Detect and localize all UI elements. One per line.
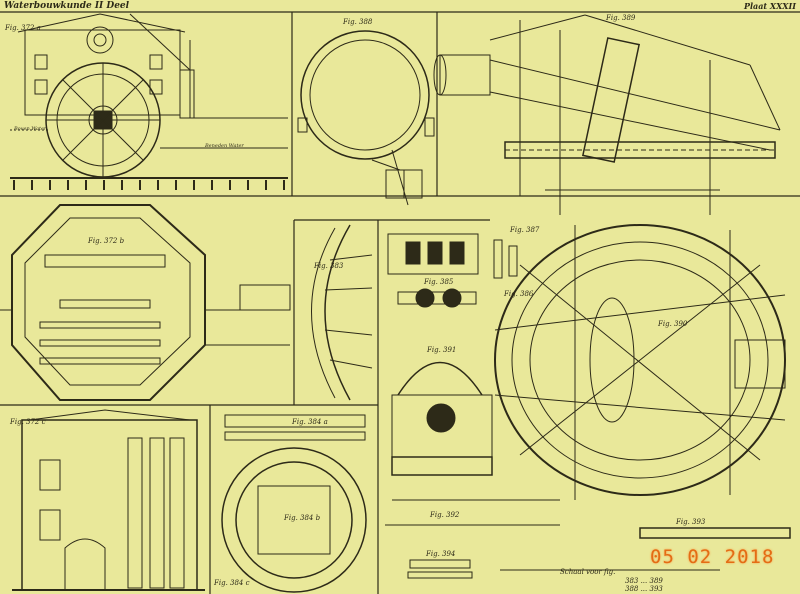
fig-label-384b: Fig. 384 b xyxy=(284,514,321,522)
fig-label-393: Fig. 393 xyxy=(676,518,706,526)
fig-label-388: Fig. 388 xyxy=(343,18,373,26)
fig-label-372a: Fig. 372 a xyxy=(5,24,41,32)
panel-borders xyxy=(0,11,800,594)
fig-label-372c: Fig. 372 c xyxy=(10,418,46,426)
fig-label-387: Fig. 387 xyxy=(510,226,540,234)
sluice-section xyxy=(385,361,560,526)
plate-number: Plaat XXXII xyxy=(743,1,796,11)
lower-water-label: Beneden Water xyxy=(205,143,244,149)
scale-caption: Schaal voor fig. xyxy=(560,568,616,576)
octagonal-plan xyxy=(0,204,291,401)
fig-label-384a: Fig. 384 a xyxy=(292,418,328,426)
fig-label-392: Fig. 392 xyxy=(430,511,460,519)
fig-label-394: Fig. 394 xyxy=(426,550,456,558)
ring-wheel xyxy=(297,30,435,206)
fig-label-383: Fig. 383 xyxy=(314,262,344,270)
bearing-block xyxy=(387,233,518,308)
scale-row-2: 388 ... 393 xyxy=(625,585,663,593)
mill-section xyxy=(12,409,205,591)
page-header-title: Waterbouwkunde II Deel xyxy=(4,1,130,11)
fig-label-385: Fig. 385 xyxy=(424,278,454,286)
geared-rim xyxy=(311,224,373,401)
fig-label-372b: Fig. 372 b xyxy=(88,237,125,245)
date-stamp: 05 02 2018 xyxy=(650,546,775,568)
mill-elevation xyxy=(10,13,288,190)
elliptical-ring xyxy=(494,224,786,500)
fig-label-386: Fig. 386 xyxy=(504,290,534,298)
fig-label-391: Fig. 391 xyxy=(427,346,457,354)
archimedes-screw xyxy=(433,14,781,215)
beam-details xyxy=(407,527,791,579)
fig-label-389: Fig. 389 xyxy=(606,14,636,22)
fig-label-390: Fig. 390 xyxy=(658,320,688,328)
fig-label-384c: Fig. 384 c xyxy=(214,579,250,587)
toothed-wheel xyxy=(221,414,367,593)
upper-water-label: Boven Water xyxy=(14,126,47,132)
scale-row-1: 383 ... 389 xyxy=(625,577,663,585)
